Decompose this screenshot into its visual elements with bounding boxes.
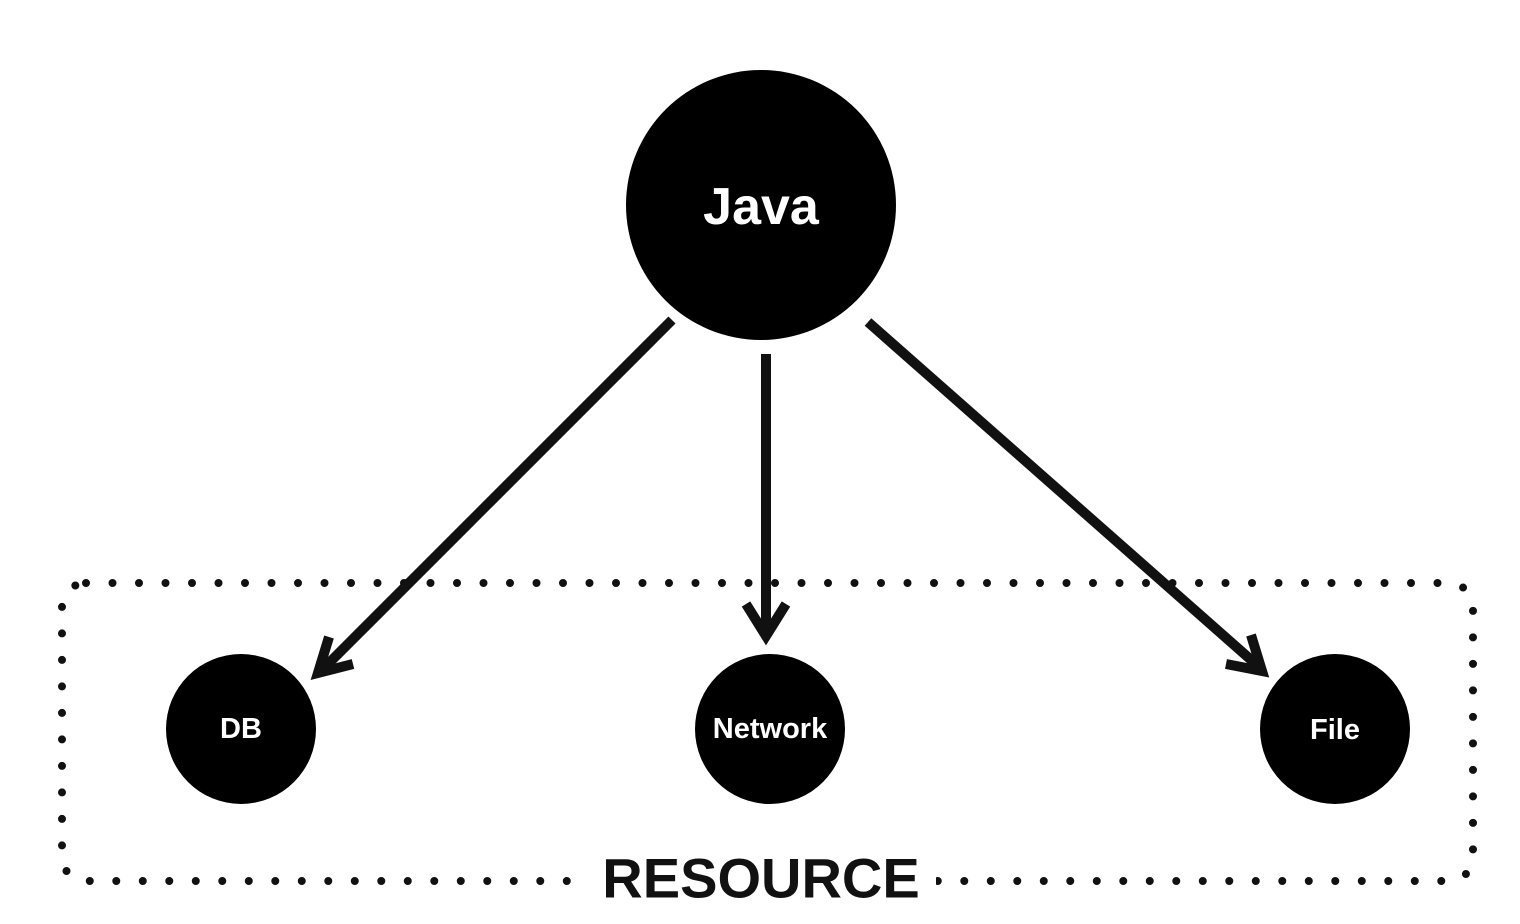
arrowhead (1225, 633, 1270, 678)
edge-java-to-file (864, 318, 1270, 678)
node-db-label: DB (220, 713, 262, 745)
edge-line (316, 316, 676, 676)
node-java-circle (626, 70, 896, 340)
node-file-circle (1260, 654, 1410, 804)
edge-java-to-db (310, 316, 676, 681)
arrowhead (310, 635, 355, 681)
node-db: DB (166, 654, 316, 804)
node-file: File (1260, 654, 1410, 804)
node-db-circle (166, 654, 316, 804)
edge-java-to-network (741, 354, 791, 646)
node-network: Network (695, 654, 845, 804)
resource-group-label: RESOURCE (602, 847, 919, 910)
arrowhead (741, 601, 791, 646)
node-java-label: Java (703, 178, 820, 236)
node-network-label: Network (713, 713, 828, 745)
node-network-circle (695, 654, 845, 804)
edge-line (864, 318, 1262, 670)
node-file-label: File (1310, 714, 1360, 746)
node-java: Java (626, 70, 896, 340)
resource-label-background (584, 852, 936, 912)
